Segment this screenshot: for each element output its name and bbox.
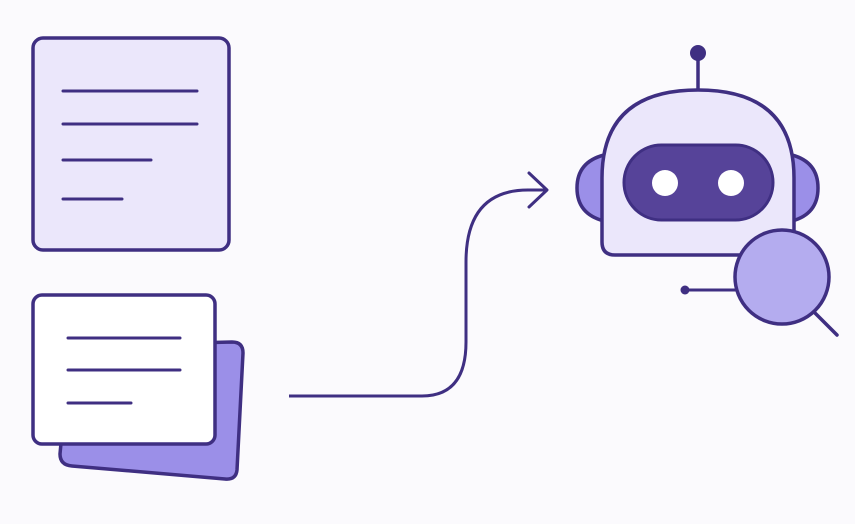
robot-right-eye (718, 170, 744, 196)
curved-arrow-icon (289, 171, 549, 398)
robot-right-ear (790, 153, 820, 223)
magnifier-lens (733, 228, 831, 326)
magnifier-connector-dot (680, 285, 690, 295)
robot-left-eye (652, 170, 678, 196)
arrow-path (289, 188, 547, 398)
robot-left-ear (575, 153, 606, 223)
robot-antenna-tip (690, 45, 706, 61)
document-page (31, 36, 231, 252)
stacked-documents-icon (31, 293, 245, 481)
arrow-head (527, 171, 549, 209)
document-icon (31, 36, 231, 252)
robot-icon (575, 45, 820, 257)
robot-visor (622, 143, 775, 222)
magnifying-glass-icon (680, 228, 839, 337)
magnifier-handle (813, 311, 839, 337)
